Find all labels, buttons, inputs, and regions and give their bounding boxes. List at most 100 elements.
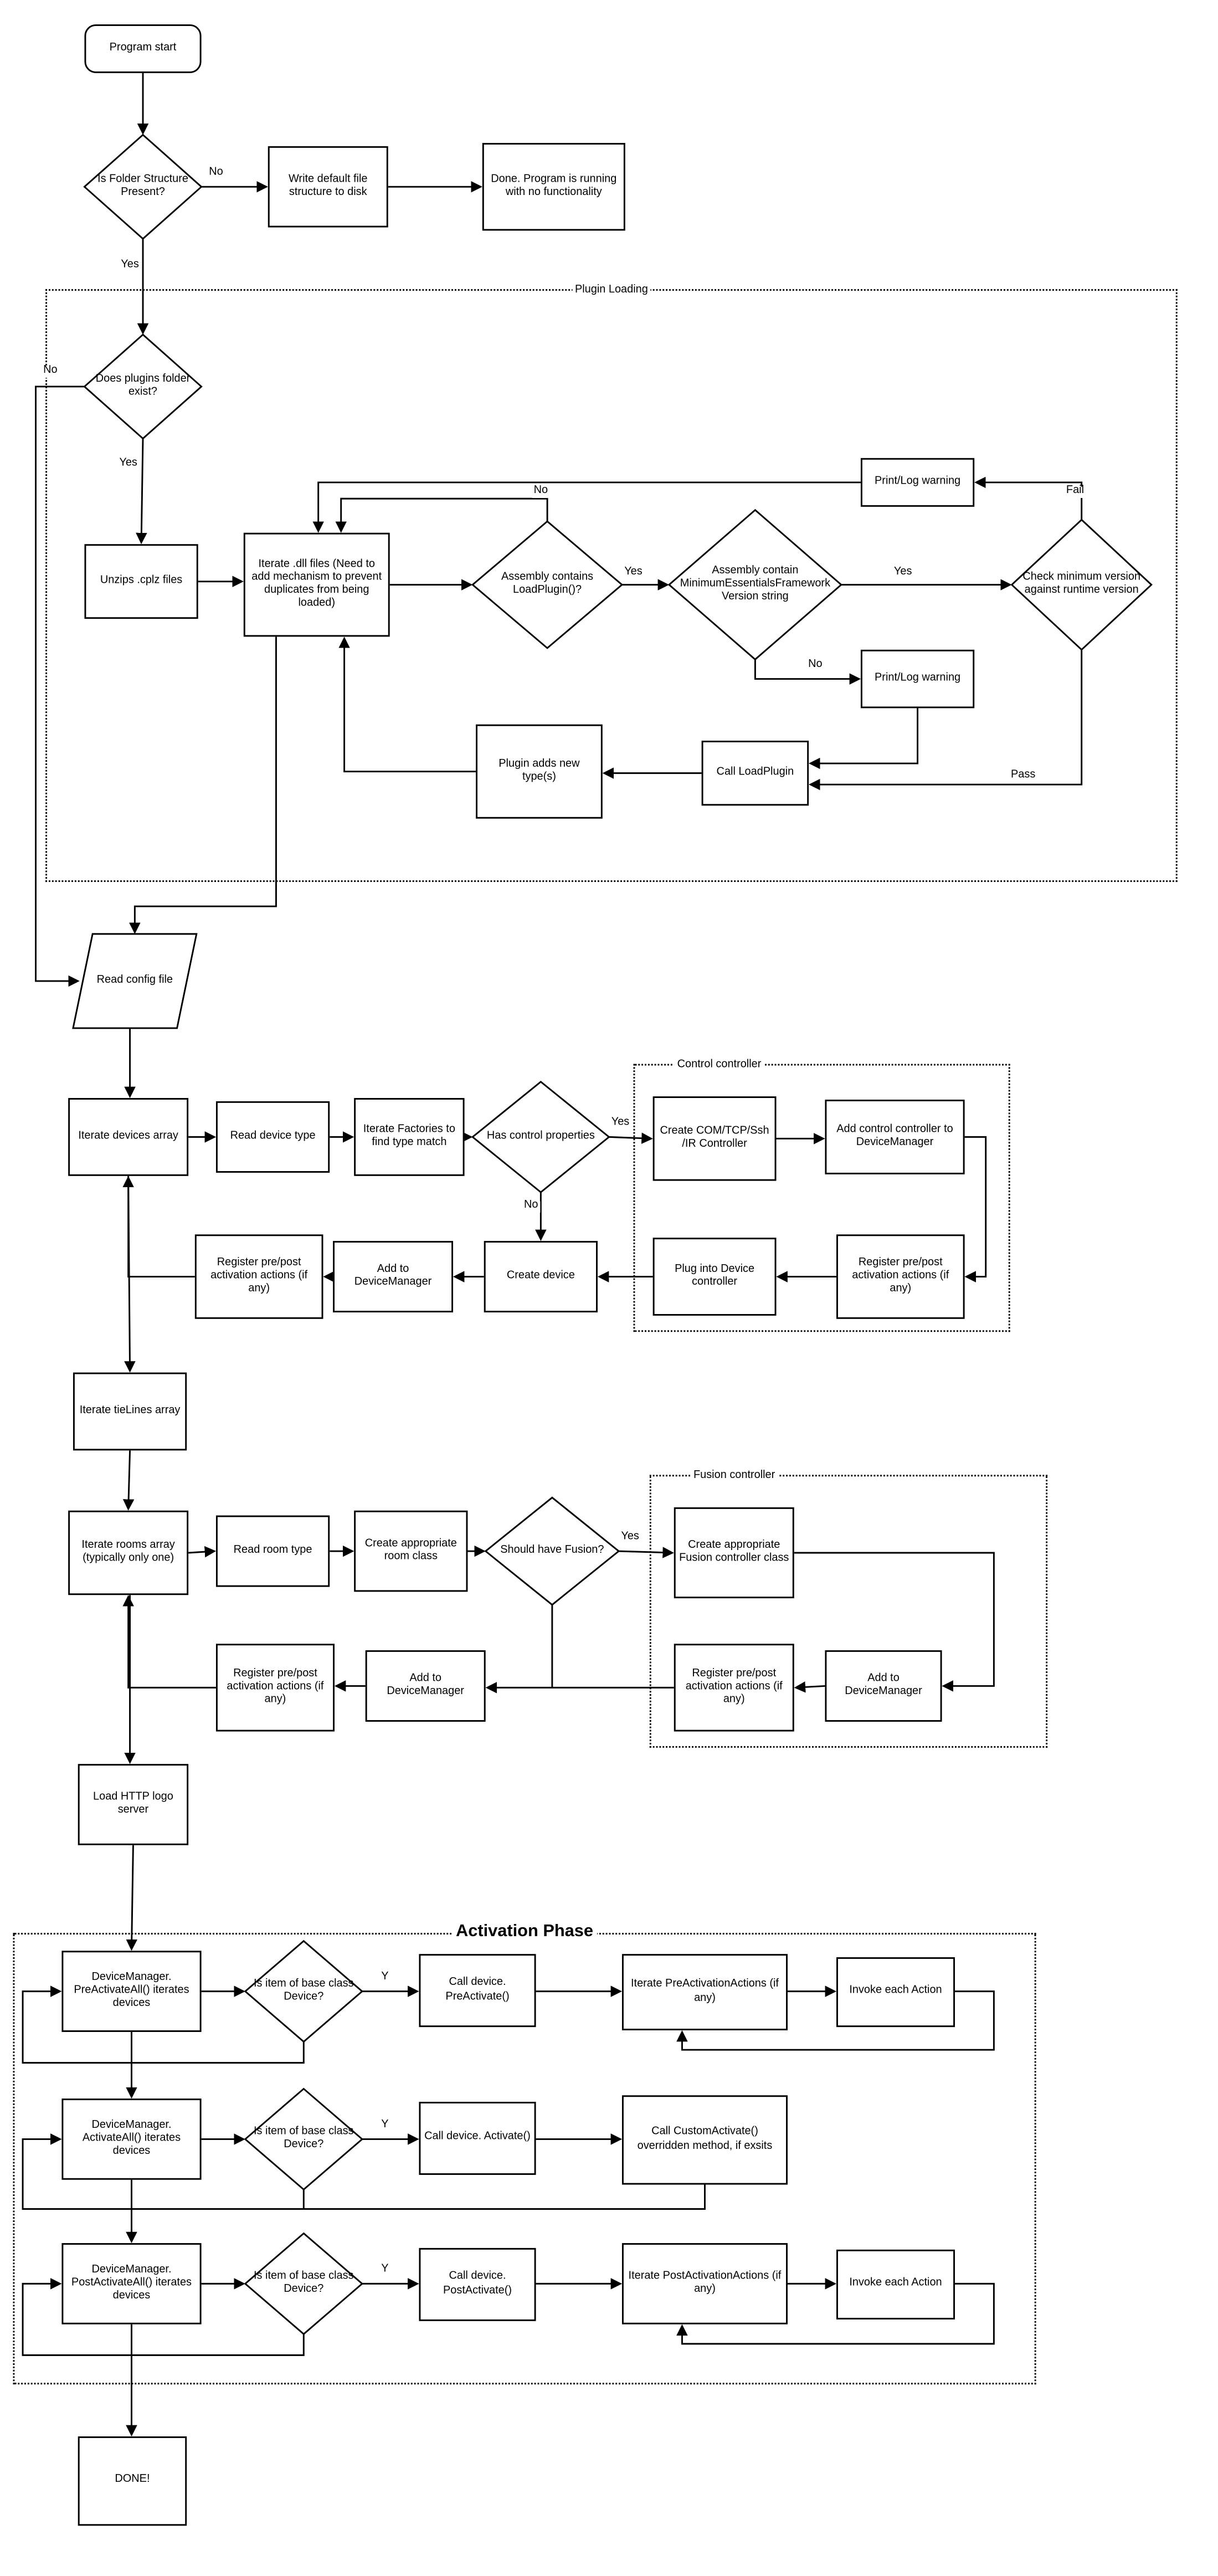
decision-is-base-class-3: Is item of base class Device? <box>253 2270 354 2295</box>
step-read-room-type: Read room type <box>215 1515 330 1587</box>
edge-label-no-loadplugin: No <box>532 485 550 498</box>
decision-assembly-loadplugin: Assembly contains LoadPlugin()? <box>501 571 594 597</box>
edge-label-no-control: No <box>522 1200 540 1213</box>
diamond-assembly-minversion <box>667 509 843 661</box>
diamond-has-control <box>471 1080 610 1193</box>
edge-label-yes-folder: Yes <box>119 260 141 272</box>
diamond-check-minversion <box>1010 519 1153 651</box>
decision-is-base-class-2: Is item of base class Device? <box>253 2126 354 2151</box>
step-printlog-warning-noversion: Print/Log warning <box>860 649 975 709</box>
edge <box>22 1985 305 2064</box>
diamond-is-base-class-2 <box>244 2087 364 2191</box>
diamond-plugins-folder <box>83 333 203 440</box>
edge <box>312 481 861 533</box>
step-program-start: Program start <box>84 24 202 73</box>
step-create-device: Create device <box>484 1241 598 1313</box>
diamond-is-base-class-1 <box>244 1939 364 2043</box>
edge <box>808 708 919 769</box>
decision-has-control: Has control properties <box>486 1130 595 1142</box>
edge <box>619 1547 674 1558</box>
step-iterate-tielines: Iterate tieLines array <box>73 1372 187 1451</box>
edge <box>126 1845 138 1951</box>
step-iterate-rooms: Iterate rooms array (typically only one) <box>68 1510 189 1595</box>
edge <box>122 1176 195 1278</box>
diamond-assembly-loadplugin <box>471 520 624 649</box>
step-add-control-controller: Add control controller to DeviceManager <box>825 1099 965 1174</box>
edge <box>794 1681 825 1693</box>
step-done-no-functionality: Done. Program is running with no functio… <box>482 143 625 231</box>
step-plugin-adds-types: Plugin adds new type(s) <box>476 724 603 819</box>
step-call-activate: Call device. Activate() <box>419 2102 536 2175</box>
step-register-actions-fusion: Register pre/post activation actions (if… <box>674 1644 794 1732</box>
edge <box>808 649 1083 791</box>
edge <box>35 386 85 987</box>
container-fusion-controller: Fusion controller <box>649 1470 1048 1748</box>
edge <box>964 1136 987 1282</box>
edge <box>338 637 476 773</box>
step-iterate-dll: Iterate .dll files (Need to add mechanis… <box>243 532 390 637</box>
edge-label-y-postactivate: Y <box>379 2264 390 2276</box>
edge-label-yes-minver: Yes <box>892 567 914 579</box>
step-preactivateall: DeviceManager. PreActivateAll() iterates… <box>61 1951 202 2032</box>
edge-label-yes-plugins: Yes <box>117 458 139 470</box>
diamond-is-base-class-3 <box>244 2232 364 2336</box>
container-plugin-loading: Plugin Loading <box>45 284 1178 882</box>
edge-label-no-folder: No <box>207 167 225 179</box>
edge <box>122 1450 135 1511</box>
edge <box>794 1552 995 1692</box>
step-create-fusion-controller: Create appropriate Fusion controller cla… <box>674 1507 794 1599</box>
step-add-to-devicemanager-1: Add to DeviceManager <box>333 1241 454 1313</box>
step-iterate-postactivationactions: Iterate PostActivationActions (if any) <box>621 2243 788 2324</box>
decision-shapes <box>72 134 1153 2336</box>
step-register-actions-1: Register pre/post activation actions (if… <box>194 1234 323 1319</box>
edge <box>335 497 548 533</box>
edge <box>676 1990 995 2051</box>
step-activateall: DeviceManager. ActivateAll() iterates de… <box>61 2098 202 2180</box>
step-add-to-devicemanager-fusion: Add to DeviceManager <box>825 1650 942 1722</box>
step-call-preactivate: Call device. PreActivate() <box>419 1954 536 2028</box>
step-iterate-devices: Iterate devices array <box>68 1098 189 1176</box>
step-iterate-factories: Iterate Factories to find type match <box>354 1098 465 1176</box>
step-register-actions-control: Register pre/post activation actions (if… <box>836 1234 965 1319</box>
edge <box>609 1132 653 1144</box>
step-call-postactivate: Call device. PostActivate() <box>419 2247 536 2321</box>
step-call-customactivate: Call CustomActivate() overridden method,… <box>621 2095 788 2185</box>
edge-label-yes-fusion: Yes <box>619 1531 641 1544</box>
step-load-http-logo-server: Load HTTP logo server <box>78 1764 189 1845</box>
decision-folder-structure: Is Folder Structure Present? <box>97 173 188 198</box>
container-activation-phase: Activation Phase <box>13 1922 1036 2385</box>
edge <box>22 2133 706 2210</box>
step-plug-into-device-controller: Plug into Device controller <box>652 1238 777 1316</box>
edges <box>22 73 1083 2437</box>
step-add-to-devicemanager-2: Add to DeviceManager <box>365 1650 486 1722</box>
container-control-controller: Control controller <box>633 1059 1010 1332</box>
diamond-should-fusion <box>484 1496 620 1606</box>
parallelogram-read-config <box>72 933 198 1029</box>
decision-plugins-folder: Does plugins folder exist? <box>95 373 191 398</box>
edge-label-y-activate: Y <box>379 2120 390 2132</box>
io-read-config-file: Read config file <box>96 974 173 986</box>
step-unzip-cplz: Unzips .cplz files <box>84 544 198 619</box>
step-invoke-each-action-2: Invoke each Action <box>836 2249 955 2320</box>
step-invoke-each-action-1: Invoke each Action <box>836 1957 955 2028</box>
decision-is-base-class-1: Is item of base class Device? <box>253 1978 354 2003</box>
edge <box>974 476 1083 520</box>
edge-label-no-minver: No <box>806 659 824 672</box>
container-activation-phase-title: Activation Phase <box>453 1922 597 1942</box>
edge <box>188 1546 217 1558</box>
step-call-loadplugin: Call LoadPlugin <box>701 740 809 806</box>
step-printlog-warning-fail: Print/Log warning <box>860 458 975 507</box>
container-plugin-loading-title: Plugin Loading <box>572 284 651 296</box>
step-register-actions-2: Register pre/post activation actions (if… <box>215 1644 335 1732</box>
edge-label-no-plugins: No <box>42 365 59 378</box>
edge-label-fail: Fail <box>1064 485 1086 498</box>
step-write-default: Write default file structure to disk <box>268 146 388 228</box>
step-done: DONE! <box>78 2436 187 2526</box>
edge <box>754 659 861 685</box>
container-control-controller-title: Control controller <box>674 1059 765 1071</box>
decision-check-minversion: Check minimum version against runtime ve… <box>1022 571 1141 597</box>
edge-label-pass: Pass <box>1009 769 1037 782</box>
edge <box>124 1176 136 1373</box>
